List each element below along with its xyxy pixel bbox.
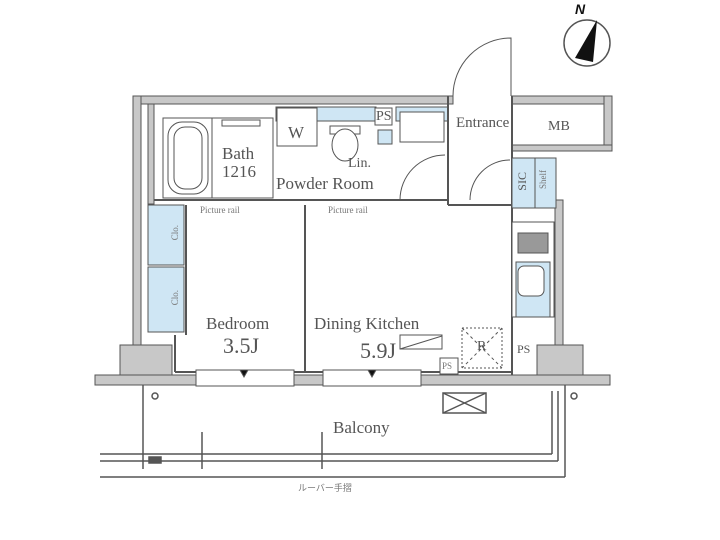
closet-1-label: Clo.	[170, 225, 180, 241]
closets	[147, 157, 557, 333]
doors	[399, 37, 512, 201]
compass-icon	[563, 19, 611, 67]
powder-fixtures	[275, 106, 449, 162]
bath-room	[162, 117, 274, 199]
shelf-label: Shelf	[538, 170, 548, 189]
mb-label: MB	[548, 119, 570, 134]
bath-size: 1216	[222, 162, 256, 181]
compass-north-label: N	[575, 1, 586, 17]
dining-kitchen-label: Dining Kitchen	[314, 314, 420, 333]
kitchen-counter	[399, 221, 555, 375]
bedroom-size: 3.5J	[223, 333, 260, 358]
louver-handrail-label: ルーバー手摺	[298, 483, 352, 493]
washer-label: W	[288, 123, 305, 142]
sic-label: SIC	[515, 172, 529, 191]
refrigerator-label: R	[477, 339, 487, 354]
powder-room-label: Powder Room	[276, 174, 374, 193]
dining-kitchen-size: 5.9J	[360, 338, 397, 363]
closet-2-label: Clo.	[170, 290, 180, 306]
windows	[195, 369, 422, 387]
bath-label: Bath	[222, 144, 255, 163]
ps-right-label: PS	[517, 342, 531, 356]
picture-rail-label-1: Picture rail	[200, 205, 240, 215]
entrance-label: Entrance	[456, 115, 510, 131]
picture-rail-label-2: Picture rail	[328, 205, 368, 215]
linen-label: Lin.	[348, 156, 371, 171]
balcony	[100, 385, 578, 478]
ps-small-label: PS	[442, 361, 453, 371]
balcony-label: Balcony	[333, 418, 390, 437]
bedroom-label: Bedroom	[206, 314, 270, 333]
ps-top-label: PS	[376, 109, 392, 124]
